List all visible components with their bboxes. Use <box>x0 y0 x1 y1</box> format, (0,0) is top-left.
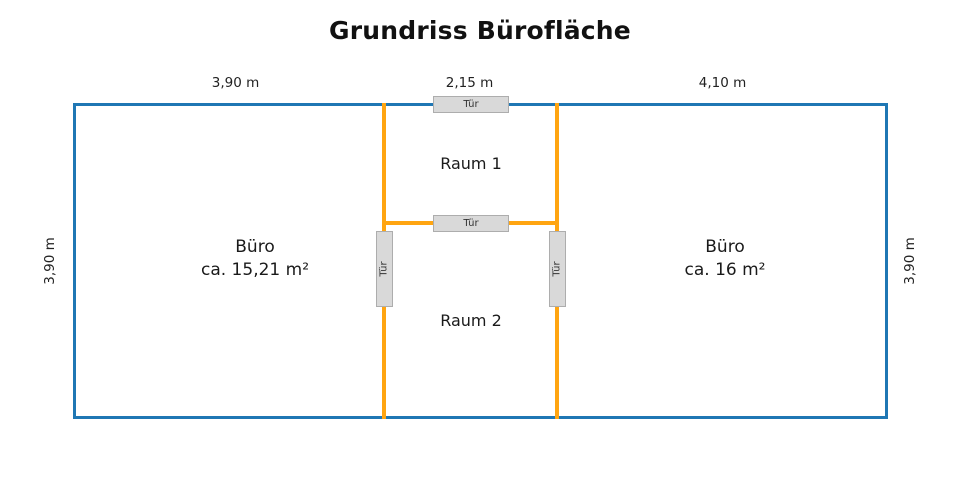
exterior-wall-right <box>885 103 888 419</box>
room-label-right-office: Büro ca. 16 m² <box>600 236 850 282</box>
room-label-center-top: Raum 1 <box>395 153 547 175</box>
exterior-wall-left <box>73 103 76 419</box>
room-label-left-office: Büro ca. 15,21 m² <box>130 236 380 282</box>
dimension-top-left: 3,90 m <box>211 75 260 91</box>
door-left-vertical[interactable]: Tür <box>376 231 393 307</box>
door-top-exterior[interactable]: Tür <box>433 96 509 113</box>
room-area: ca. 16 m² <box>684 259 766 280</box>
page-title: Grundriss Bürofläche <box>329 16 631 45</box>
room-name: Raum 2 <box>440 311 502 330</box>
door-label: Tür <box>551 261 563 277</box>
door-center-partition[interactable]: Tür <box>433 215 509 232</box>
dimension-top-center: 2,15 m <box>445 75 494 91</box>
exterior-wall-bottom <box>73 416 888 419</box>
room-name: Büro <box>235 237 275 257</box>
door-label: Tür <box>463 98 479 110</box>
door-label: Tür <box>463 217 479 229</box>
room-name: Büro <box>705 237 745 257</box>
door-label: Tür <box>378 261 390 277</box>
room-label-center-bottom: Raum 2 <box>395 310 547 332</box>
dimension-top-right: 4,10 m <box>698 75 747 91</box>
door-right-vertical[interactable]: Tür <box>549 231 566 307</box>
dimension-right: 3,90 m <box>902 237 918 285</box>
dimension-left: 3,90 m <box>42 237 58 285</box>
room-name: Raum 1 <box>440 154 502 173</box>
room-area: ca. 15,21 m² <box>200 259 310 280</box>
